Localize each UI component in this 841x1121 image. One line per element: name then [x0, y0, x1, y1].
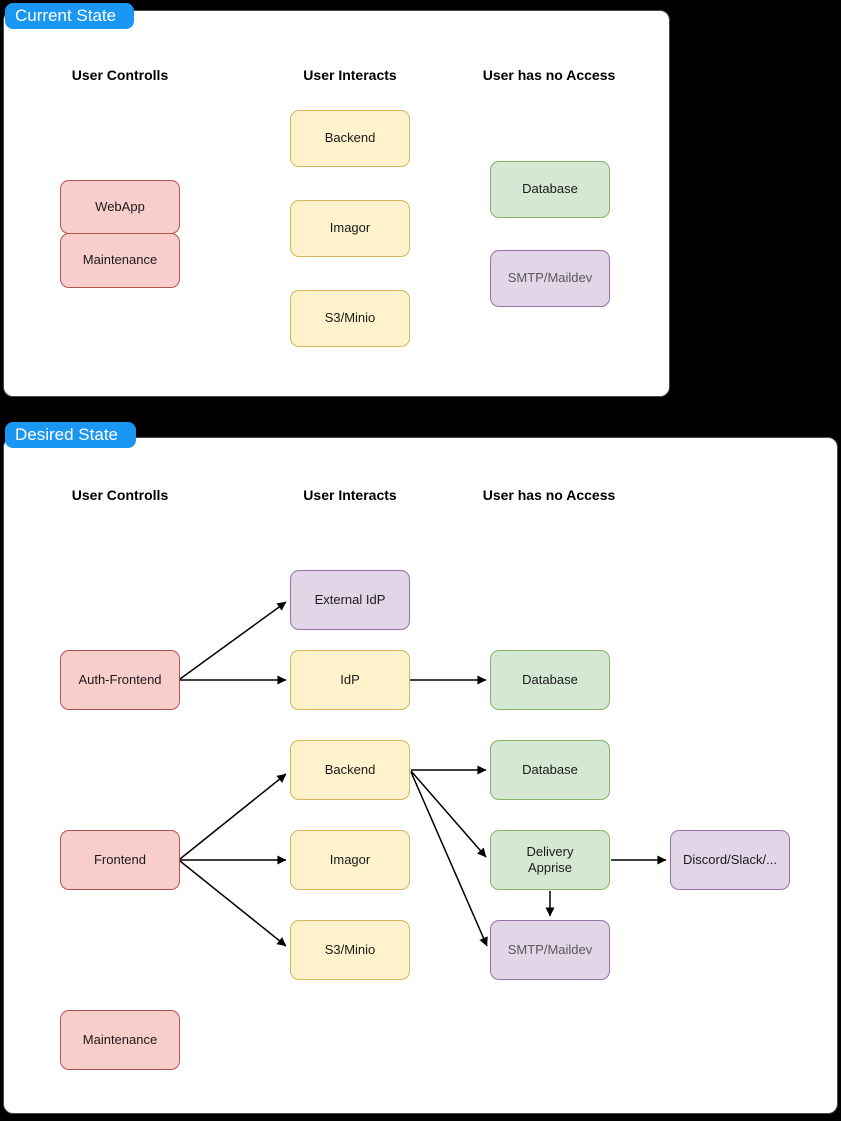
node-label: SMTP/Maildev [507, 270, 593, 286]
header-user-controlls: User Controlls [71, 67, 169, 83]
header-user-interacts: User Interacts [303, 67, 397, 83]
node-smtp-maildev: SMTP/Maildev [490, 250, 610, 307]
node-database: Database [490, 161, 610, 218]
node-auth-frontend: Auth-Frontend [60, 650, 180, 710]
node-label: SMTP/Maildev [507, 941, 593, 957]
node-maintenance: Maintenance [60, 1010, 180, 1070]
node-label: Database [522, 181, 578, 197]
desired-state-label: Desired State [5, 422, 136, 448]
header-user-controlls: User Controlls [71, 487, 169, 503]
node-imagor: Imagor [290, 200, 410, 257]
node-label: Discord/Slack/... [683, 851, 777, 867]
node-label: S3/Minio [324, 941, 376, 957]
node-label: Database [522, 761, 578, 777]
node-label: Imagor [329, 220, 371, 236]
node-label: Backend [324, 761, 376, 777]
node-database-backend: Database [490, 740, 610, 800]
node-label: S3/Minio [324, 310, 376, 326]
node-label: IdP [340, 671, 360, 687]
node-s3-minio: S3/Minio [290, 290, 410, 347]
node-idp: IdP [290, 650, 410, 710]
node-database-idp: Database [490, 650, 610, 710]
header-user-has-no-access: User has no Access [482, 487, 616, 503]
node-frontend: Frontend [60, 830, 180, 890]
node-label: Backend [324, 130, 376, 146]
node-imagor: Imagor [290, 830, 410, 890]
node-label: External IdP [314, 591, 386, 607]
node-label: Imagor [329, 851, 371, 867]
header-user-interacts: User Interacts [303, 487, 397, 503]
node-label: Maintenance [82, 1031, 158, 1047]
node-label: Auth-Frontend [78, 671, 162, 687]
node-delivery-apprise: Delivery Apprise [490, 830, 610, 890]
header-user-has-no-access: User has no Access [482, 67, 616, 83]
node-maintenance: Maintenance [60, 233, 180, 288]
node-external-idp: External IdP [290, 570, 410, 630]
node-label: Frontend [93, 851, 147, 867]
node-backend: Backend [290, 110, 410, 167]
current-state-label: Current State [5, 3, 135, 29]
node-label: Database [522, 671, 578, 687]
node-label: Maintenance [82, 252, 158, 268]
node-backend: Backend [290, 740, 410, 800]
node-label: Delivery Apprise [526, 843, 574, 875]
node-discord-slack: Discord/Slack/... [670, 830, 790, 890]
node-label: WebApp [95, 198, 145, 214]
node-smtp-maildev: SMTP/Maildev [490, 920, 610, 980]
node-webapp: WebApp [60, 180, 180, 234]
node-s3-minio: S3/Minio [290, 920, 410, 980]
